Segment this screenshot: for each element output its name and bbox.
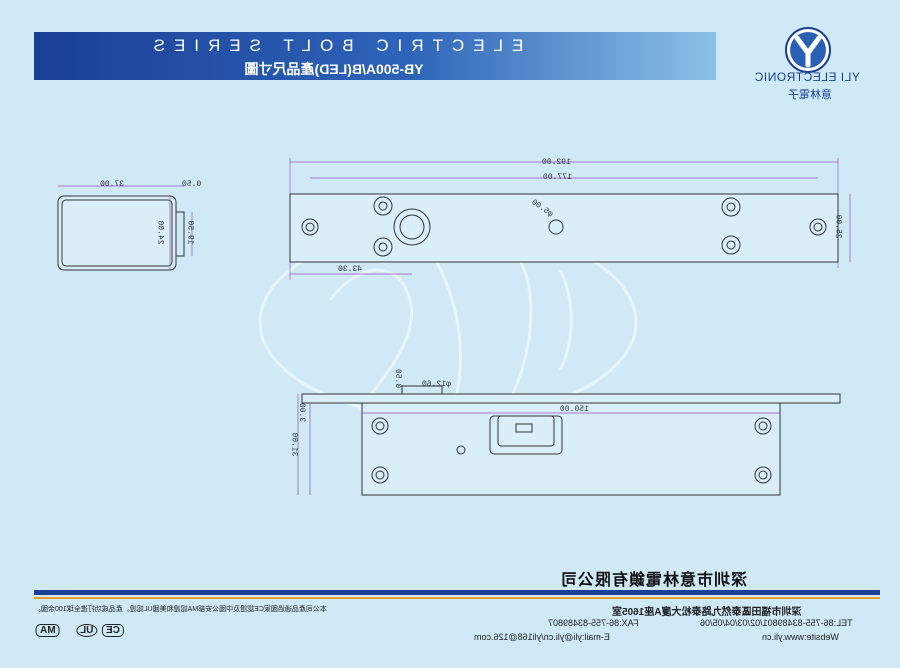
ce-badge: CE xyxy=(102,624,124,637)
dim-side-lip: 0.50 xyxy=(182,180,202,189)
footer-website: Website:www.yli.cn xyxy=(762,632,839,642)
footer-email: E-mail:yli@yli.cn/yli168@126.com xyxy=(474,632,610,642)
dim-front-bolt-dia: φ12.60 xyxy=(422,380,451,389)
ul-badge: UL xyxy=(76,624,98,637)
footer-address: 深圳市福田區泰然九路泰松大廈A座1605室 xyxy=(612,607,802,618)
front-view xyxy=(297,385,841,496)
side-view xyxy=(57,185,193,271)
dim-top-height: 25.00 xyxy=(833,214,843,239)
dim-side-width: 37.00 xyxy=(100,180,125,189)
footer-note: 本公司產品通過國家CE認證及中國公安部MA認證和美國UL認證。產品成功打進全球1… xyxy=(34,606,327,613)
dim-front-height: 31.00 xyxy=(289,432,299,457)
footer-rule-thick xyxy=(34,590,880,595)
dim-front-body-length: 150.00 xyxy=(560,405,589,414)
dim-front-bolt-protrude: 0.50 xyxy=(393,368,403,389)
dim-side-inner: 19.50 xyxy=(185,220,195,245)
dim-side-height: 24.00 xyxy=(155,220,165,245)
footer-tel: TEL:86-755-83489801/02/03/04/05/06 xyxy=(700,618,853,628)
footer-rule-thin xyxy=(34,597,880,599)
header-banner: ELECTRIC BOLT SERIES YB-500A/B(LED)產品尺寸圖 xyxy=(34,32,716,80)
dim-top-length: 192.00 xyxy=(542,158,571,167)
dim-front-plate: 3.00 xyxy=(297,402,307,423)
dim-top-bolt-offset: 43.30 xyxy=(338,265,363,274)
footer-fax: FAX:86-755-83489807 xyxy=(548,618,639,628)
company-name: 深圳市意林電鎖有限公司 xyxy=(560,572,748,589)
top-view xyxy=(289,158,851,280)
ma-badge: MA xyxy=(36,624,60,637)
dim-top-hole-span: 177.00 xyxy=(543,173,572,182)
